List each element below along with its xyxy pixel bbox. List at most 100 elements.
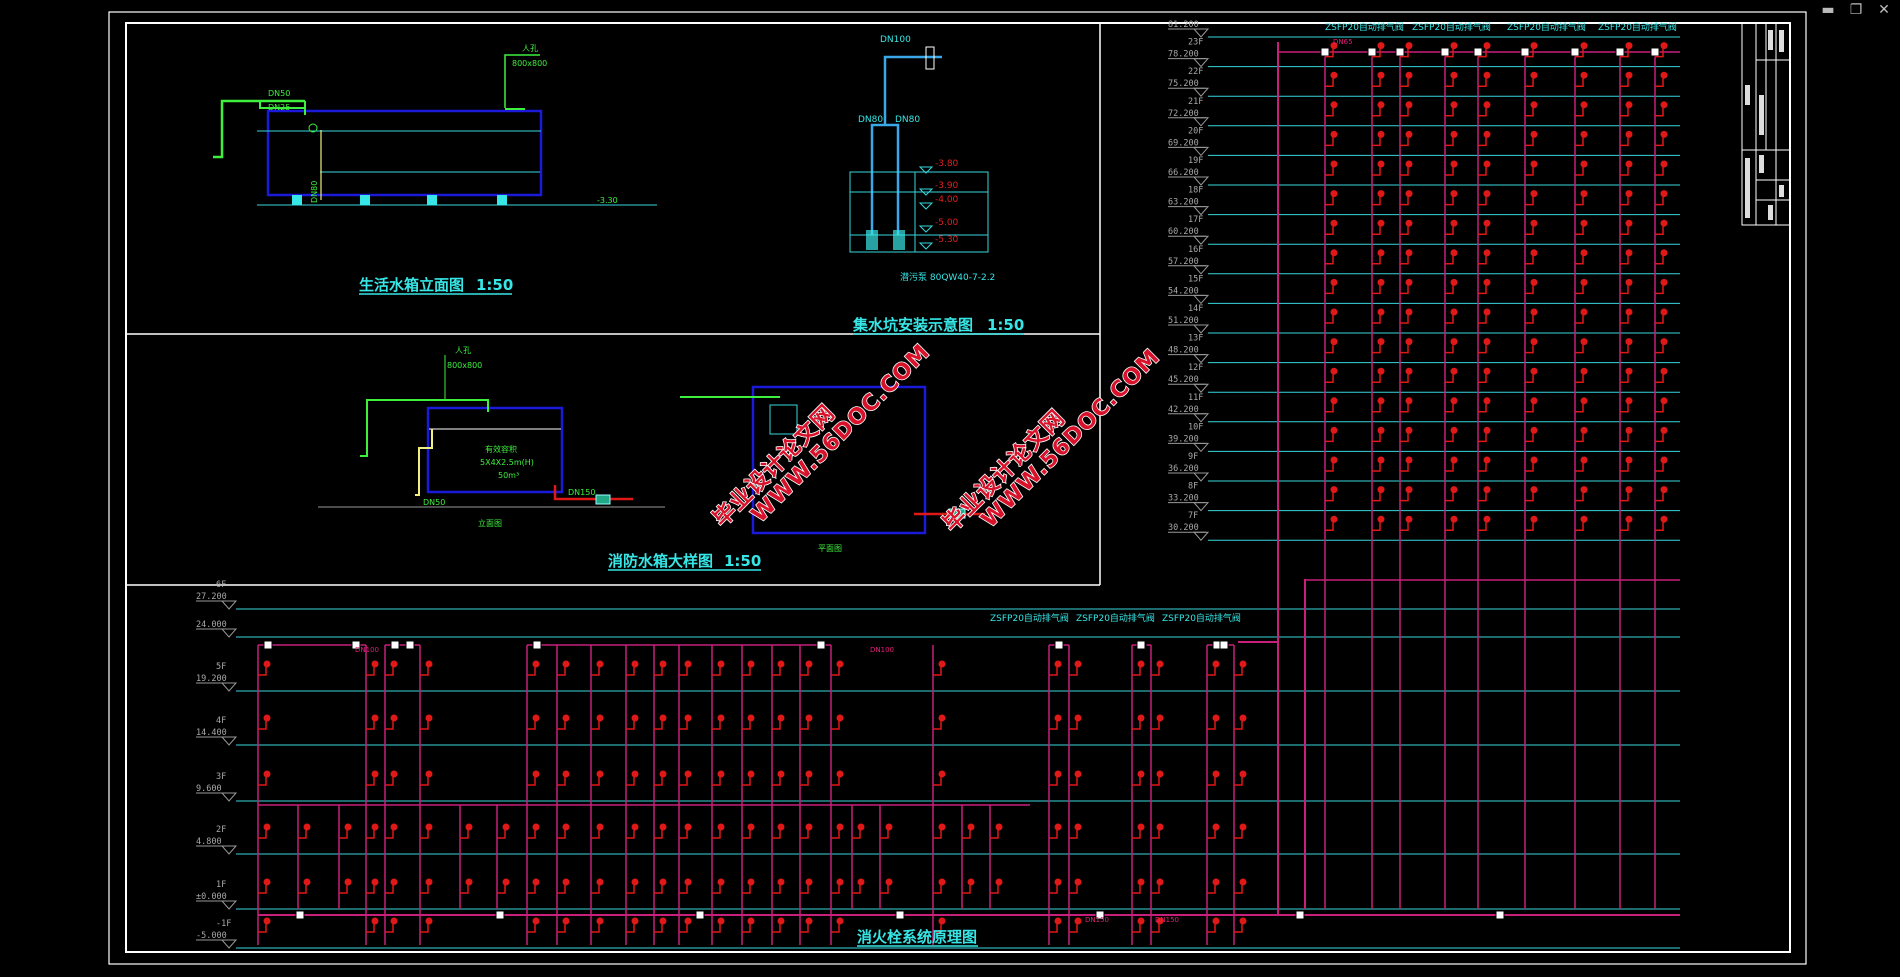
- fire-hydrant-icon: [1483, 160, 1491, 168]
- hydrant-branch: [1325, 226, 1334, 235]
- pipe-b-size: DN80: [895, 115, 920, 125]
- fire-hydrant-icon: [425, 770, 433, 778]
- fire-hydrant-icon: [1660, 456, 1668, 464]
- level-elevation: 24.000: [196, 620, 227, 630]
- hydrant-branch: [1445, 492, 1454, 502]
- valve-icon: [1219, 640, 1229, 650]
- hydrant-branch: [712, 830, 721, 839]
- fire-hydrant-icon: [303, 878, 311, 886]
- hydrant-branch: [1655, 137, 1664, 147]
- hydrant-branch: [385, 667, 394, 676]
- hydrant-branch: [1151, 777, 1160, 786]
- hydrant-branch: [742, 924, 751, 933]
- fire-hydrant-icon: [805, 660, 813, 668]
- fire-hydrant-icon: [1660, 367, 1668, 375]
- hydrant-branch: [712, 667, 721, 676]
- valve-icon: [1295, 910, 1305, 920]
- fire-hydrant-icon: [1330, 338, 1338, 346]
- fire-hydrant-icon: [1483, 42, 1491, 50]
- fire-hydrant-icon: [967, 878, 975, 886]
- hydrant-branch: [1655, 196, 1664, 206]
- hydrant-branch: [1234, 830, 1243, 839]
- hydrant-branch: [1620, 137, 1629, 147]
- fire-hydrant-icon: [857, 878, 865, 886]
- hydrant-branch: [679, 667, 688, 676]
- inlet-pipe: [213, 99, 305, 159]
- fire-hydrant-icon: [1450, 338, 1458, 346]
- fire-hydrant-icon: [1625, 338, 1633, 346]
- hydrant-branch: [1478, 403, 1487, 413]
- minimize-icon[interactable]: ▬: [1821, 2, 1835, 18]
- fire-inlet-size: DN50: [423, 498, 445, 507]
- hydrant-branch: [1478, 137, 1487, 147]
- hydrant-branch: [1207, 667, 1216, 676]
- sump-pit-diagram[interactable]: DN100 DN80 DN80 潜污泵 80QW40-7-2.2 -3.80-3…: [849, 35, 1024, 335]
- fire-hydrant-icon: [263, 660, 271, 668]
- hydrant-branch: [933, 667, 942, 676]
- outer-frame: [108, 11, 1807, 965]
- pipe-size: DN150: [1155, 916, 1179, 924]
- hydrant-branch: [626, 721, 635, 730]
- hydrant-branch: [420, 830, 429, 839]
- fire-tank-detail[interactable]: 人孔 800x800 有效容积 5X4X2.5m(H) 50m³ DN50 DN…: [318, 346, 985, 571]
- level-triangle: [1192, 502, 1210, 512]
- valve-icon: [1440, 47, 1450, 57]
- domestic-tank-elevation[interactable]: 人孔 800x800 DN50 DN25 DN80 -3.30 生活水箱立面图 …: [213, 44, 657, 295]
- hydrant-branch: [1234, 924, 1243, 933]
- level-triangle: [1192, 442, 1210, 453]
- hydrant-branch: [1325, 522, 1334, 531]
- hydrant-branch: [1575, 48, 1584, 58]
- fire-hydrant-icon: [532, 878, 540, 886]
- fire-hydrant-icon: [1212, 660, 1220, 668]
- hydrant-branch: [1575, 226, 1584, 235]
- fire-hydrant-icon: [938, 917, 946, 925]
- fire-hydrant-icon: [1625, 130, 1633, 138]
- fire-hydrant-icon: [344, 823, 352, 831]
- fire-hydrant-icon: [805, 917, 813, 925]
- hydrant-branch: [1655, 315, 1664, 324]
- restore-icon[interactable]: ❐: [1849, 2, 1863, 18]
- hydrant-branch: [654, 721, 663, 730]
- water-level: -4.00: [935, 195, 959, 205]
- fire-hydrant-icon: [1377, 515, 1385, 523]
- fire-hydrant-icon: [1377, 42, 1385, 50]
- fire-hydrant-icon: [1405, 338, 1413, 346]
- floor-label: 10F: [1188, 422, 1203, 432]
- hydrant-branch: [420, 721, 429, 730]
- hydrant-branch: [1478, 78, 1487, 87]
- fire-hydrant-icon: [1450, 397, 1458, 405]
- fire-hydrant-icon: [1580, 486, 1588, 494]
- fire-tank-title: 消防水箱大样图: [608, 552, 713, 570]
- fire-hydrant-icon: [390, 660, 398, 668]
- level-elevation: 69.200: [1168, 138, 1199, 148]
- fire-hydrant-icon: [390, 714, 398, 722]
- floor-label: 1F: [216, 880, 226, 890]
- hydrant-branch: [852, 885, 861, 894]
- hydrant-branch: [1325, 78, 1334, 87]
- hydrant-branch: [712, 777, 721, 786]
- fire-hydrant-icon: [1660, 486, 1668, 494]
- fire-hydrant-icon: [532, 823, 540, 831]
- fire-hydrant-icon: [1377, 219, 1385, 227]
- window-controls: ▬ ❐ ✕: [1820, 2, 1892, 18]
- hydrant-branch: [557, 777, 566, 786]
- fire-hydrant-icon: [885, 878, 893, 886]
- hydrant-branch: [591, 721, 600, 730]
- hydrant-branch: [1325, 107, 1334, 117]
- fire-hydrant-icon: [1137, 714, 1145, 722]
- fire-hydrant-icon: [717, 878, 725, 886]
- floor-label: 13F: [1188, 334, 1203, 344]
- level-elevation: 60.200: [1168, 227, 1199, 237]
- fire-hydrant-icon: [1483, 130, 1491, 138]
- pipe-size: DN65: [1333, 38, 1353, 46]
- close-icon[interactable]: ✕: [1878, 2, 1890, 18]
- hydrant-branch: [1400, 403, 1409, 413]
- fire-hydrant-icon: [1625, 278, 1633, 286]
- hydrant-branch: [1234, 721, 1243, 730]
- hydrant-branch: [1620, 433, 1629, 443]
- hydrant-branch: [1478, 433, 1487, 443]
- fire-hydrant-icon: [747, 714, 755, 722]
- fire-hydrant-icon: [836, 770, 844, 778]
- fire-hydrant-icon: [1330, 367, 1338, 375]
